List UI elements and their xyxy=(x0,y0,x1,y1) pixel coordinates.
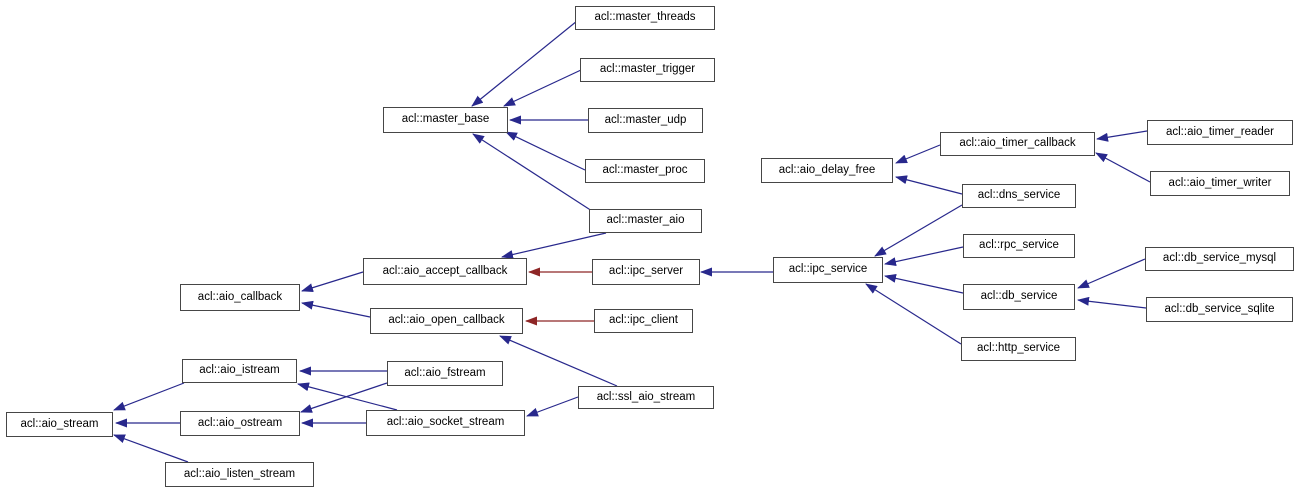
inheritance-edge-aio_accept_callback-to-aio_callback xyxy=(301,271,364,293)
inheritance-edge-http_service-to-ipc_service xyxy=(865,283,962,345)
class-node-aio_open_callback[interactable]: acl::aio_open_callback xyxy=(370,308,523,334)
inheritance-edge-db_service-to-ipc_service xyxy=(884,273,964,294)
inheritance-edge-master_threads-to-master_base xyxy=(471,20,578,107)
class-node-aio_callback[interactable]: acl::aio_callback xyxy=(180,284,300,311)
inheritance-edge-aio_istream-to-aio_stream xyxy=(113,382,185,411)
inheritance-edge-db_service_sqlite-to-db_service xyxy=(1077,296,1147,309)
class-node-aio_timer_writer[interactable]: acl::aio_timer_writer xyxy=(1150,171,1290,196)
inheritance-edge-dns_service-to-aio_delay_free xyxy=(895,175,963,195)
class-node-db_service[interactable]: acl::db_service xyxy=(963,284,1075,310)
class-node-master_base[interactable]: acl::master_base xyxy=(383,107,508,133)
inheritance-edge-aio_fstream-to-aio_ostream xyxy=(300,382,388,413)
inheritance-edge-aio_open_callback-to-aio_callback xyxy=(301,300,371,318)
inheritance-edge-dns_service-to-ipc_service xyxy=(874,204,963,257)
inheritance-edge-master_trigger-to-master_base xyxy=(503,69,582,107)
inheritance-edge-aio_listen_stream-to-aio_stream xyxy=(113,434,189,463)
class-node-master_aio[interactable]: acl::master_aio xyxy=(589,209,702,233)
inheritance-edge-aio_timer_reader-to-aio_timer_callback xyxy=(1096,130,1148,142)
class-node-master_proc[interactable]: acl::master_proc xyxy=(585,159,705,183)
inheritance-edge-rpc_service-to-ipc_service xyxy=(884,246,964,267)
class-node-aio_timer_reader[interactable]: acl::aio_timer_reader xyxy=(1147,120,1293,145)
class-node-master_trigger[interactable]: acl::master_trigger xyxy=(580,58,715,82)
inheritance-edge-aio_timer_callback-to-aio_delay_free xyxy=(895,144,941,164)
class-node-aio_socket_stream[interactable]: acl::aio_socket_stream xyxy=(366,410,525,436)
class-node-aio_fstream[interactable]: acl::aio_fstream xyxy=(387,361,503,386)
class-node-aio_accept_callback[interactable]: acl::aio_accept_callback xyxy=(363,258,527,285)
class-node-master_udp[interactable]: acl::master_udp xyxy=(588,108,703,133)
class-node-ssl_aio_stream[interactable]: acl::ssl_aio_stream xyxy=(578,386,714,409)
class-node-db_service_mysql[interactable]: acl::db_service_mysql xyxy=(1145,247,1294,271)
inheritance-edge-master_proc-to-master_base xyxy=(505,131,586,171)
class-node-ipc_service[interactable]: acl::ipc_service xyxy=(773,257,883,283)
class-node-aio_istream[interactable]: acl::aio_istream xyxy=(182,359,297,383)
class-node-dns_service[interactable]: acl::dns_service xyxy=(962,184,1076,208)
inheritance-edge-ssl_aio_stream-to-aio_socket_stream xyxy=(526,396,579,417)
class-node-aio_ostream[interactable]: acl::aio_ostream xyxy=(180,411,300,436)
class-node-master_threads[interactable]: acl::master_threads xyxy=(575,6,715,30)
class-node-aio_delay_free[interactable]: acl::aio_delay_free xyxy=(761,158,893,183)
class-node-db_service_sqlite[interactable]: acl::db_service_sqlite xyxy=(1146,297,1293,322)
class-node-ipc_client[interactable]: acl::ipc_client xyxy=(594,309,693,333)
class-node-rpc_service[interactable]: acl::rpc_service xyxy=(963,234,1075,258)
class-node-aio_stream[interactable]: acl::aio_stream xyxy=(6,412,113,437)
inheritance-edge-master_aio-to-master_base xyxy=(472,133,593,212)
class-node-aio_listen_stream[interactable]: acl::aio_listen_stream xyxy=(165,462,314,487)
class-node-http_service[interactable]: acl::http_service xyxy=(961,337,1076,361)
inheritance-edge-aio_socket_stream-to-aio_istream xyxy=(297,382,398,411)
inheritance-edge-master_aio-to-aio_accept_callback xyxy=(501,232,607,259)
inheritance-edge-ssl_aio_stream-to-aio_open_callback xyxy=(499,335,618,387)
inheritance-edge-aio_timer_writer-to-aio_timer_callback xyxy=(1095,152,1151,183)
class-node-aio_timer_callback[interactable]: acl::aio_timer_callback xyxy=(940,132,1095,156)
inheritance-edge-db_service_mysql-to-db_service xyxy=(1077,258,1146,289)
class-node-ipc_server[interactable]: acl::ipc_server xyxy=(592,259,700,285)
